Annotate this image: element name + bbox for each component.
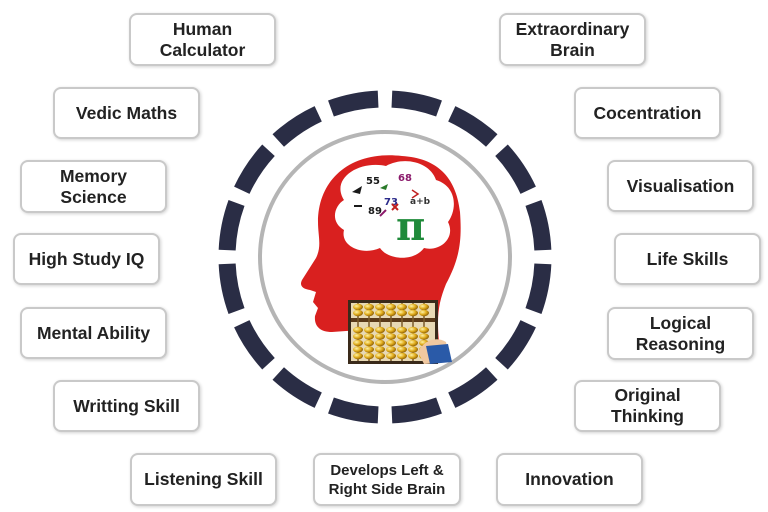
abacus-bead bbox=[364, 303, 374, 311]
skill-life-skills: Life Skills bbox=[614, 233, 761, 285]
abacus-bead bbox=[386, 303, 396, 311]
abacus-bead bbox=[397, 333, 407, 340]
abacus-bead bbox=[408, 303, 418, 311]
skill-writting-skill: Writting Skill bbox=[53, 380, 200, 432]
ring-segment bbox=[272, 367, 323, 408]
abacus-bead bbox=[364, 333, 374, 340]
skill-extraordinary-brain: Extraordinary Brain bbox=[499, 13, 646, 66]
abacus-bead bbox=[386, 333, 396, 340]
brain-formula: a+b bbox=[410, 197, 431, 207]
abacus-bead bbox=[375, 303, 385, 311]
skill-vedic-maths: Vedic Maths bbox=[53, 87, 200, 139]
skill-original-thinking: Original Thinking bbox=[574, 380, 721, 432]
abacus-bead bbox=[353, 352, 363, 360]
skill-develops-brain: Develops Left & Right Side Brain bbox=[313, 453, 461, 506]
abacus-bead bbox=[375, 339, 385, 347]
abacus-bead bbox=[397, 346, 407, 353]
abacus-bead bbox=[375, 346, 385, 353]
skill-logical-reasoning: Logical Reasoning bbox=[607, 307, 754, 360]
ring-segment bbox=[391, 90, 442, 117]
abacus-bead bbox=[397, 352, 407, 360]
skill-cocentration: Cocentration bbox=[574, 87, 721, 139]
abacus-bead bbox=[386, 352, 396, 360]
abacus-bead bbox=[397, 309, 407, 317]
abacus-bead bbox=[386, 339, 396, 347]
abacus-bead bbox=[353, 346, 363, 353]
ring-segment bbox=[234, 144, 275, 195]
ring-segment bbox=[272, 106, 323, 147]
abacus-bead bbox=[419, 333, 429, 340]
abacus-bead bbox=[353, 326, 363, 334]
ring-segment bbox=[328, 90, 379, 117]
abacus-bead bbox=[408, 333, 418, 340]
pi-symbol: π bbox=[396, 203, 425, 250]
abacus-bead bbox=[386, 346, 396, 353]
ring-segment bbox=[495, 144, 536, 195]
abacus-bead bbox=[408, 346, 418, 353]
skill-human-calculator: Human Calculator bbox=[129, 13, 276, 66]
abacus-bead bbox=[353, 339, 363, 347]
ring-segment bbox=[495, 319, 536, 370]
abacus-bead bbox=[375, 352, 385, 360]
abacus-bead bbox=[364, 326, 374, 334]
abacus-bead bbox=[386, 309, 396, 317]
abacus-bead bbox=[397, 303, 407, 311]
brain-area bbox=[334, 161, 454, 258]
ring-segment bbox=[218, 200, 245, 251]
abacus-bead bbox=[353, 309, 363, 317]
skill-listening-skill: Listening Skill bbox=[130, 453, 277, 506]
skill-innovation: Innovation bbox=[496, 453, 643, 506]
abacus-bead bbox=[364, 346, 374, 353]
segmented-ring bbox=[218, 90, 552, 424]
skill-high-study-iq: High Study IQ bbox=[13, 233, 160, 285]
abacus-bead bbox=[364, 309, 374, 317]
ring-segment bbox=[525, 200, 552, 251]
abacus-bead bbox=[353, 303, 363, 311]
abacus-bead bbox=[408, 352, 418, 360]
abacus-bead bbox=[408, 326, 418, 334]
abacus-bead bbox=[419, 326, 429, 334]
abacus-bead bbox=[364, 339, 374, 347]
abacus-bead bbox=[408, 309, 418, 317]
ring-segment bbox=[525, 263, 552, 314]
abacus-bead bbox=[408, 339, 418, 347]
abacus-bead bbox=[375, 333, 385, 340]
abacus-bead bbox=[386, 326, 396, 334]
skill-visualisation: Visualisation bbox=[607, 160, 754, 212]
math-symbols bbox=[352, 184, 420, 217]
brain-number: 68 bbox=[398, 173, 412, 184]
ring-segment bbox=[234, 319, 275, 370]
brain-number: 89 bbox=[368, 206, 382, 217]
skill-memory-science: Memory Science bbox=[20, 160, 167, 213]
skill-mental-ability: Mental Ability bbox=[20, 307, 167, 359]
inner-ring bbox=[258, 130, 512, 384]
ring-segment bbox=[218, 263, 245, 314]
ring-segment bbox=[447, 367, 498, 408]
brain-number: 73 bbox=[384, 197, 398, 208]
ring-segment bbox=[447, 106, 498, 147]
ring-segment bbox=[391, 397, 442, 424]
abacus-bead bbox=[419, 309, 429, 317]
abacus-bead bbox=[419, 303, 429, 311]
abacus-bead bbox=[364, 352, 374, 360]
ring-segment bbox=[328, 397, 379, 424]
abacus-bead bbox=[353, 333, 363, 340]
abacus-bead bbox=[397, 326, 407, 334]
abacus-icon bbox=[348, 300, 452, 364]
abacus-bead bbox=[397, 339, 407, 347]
abacus-bead bbox=[375, 326, 385, 334]
abacus-bead bbox=[375, 309, 385, 317]
brain-number: 55 bbox=[366, 176, 380, 187]
